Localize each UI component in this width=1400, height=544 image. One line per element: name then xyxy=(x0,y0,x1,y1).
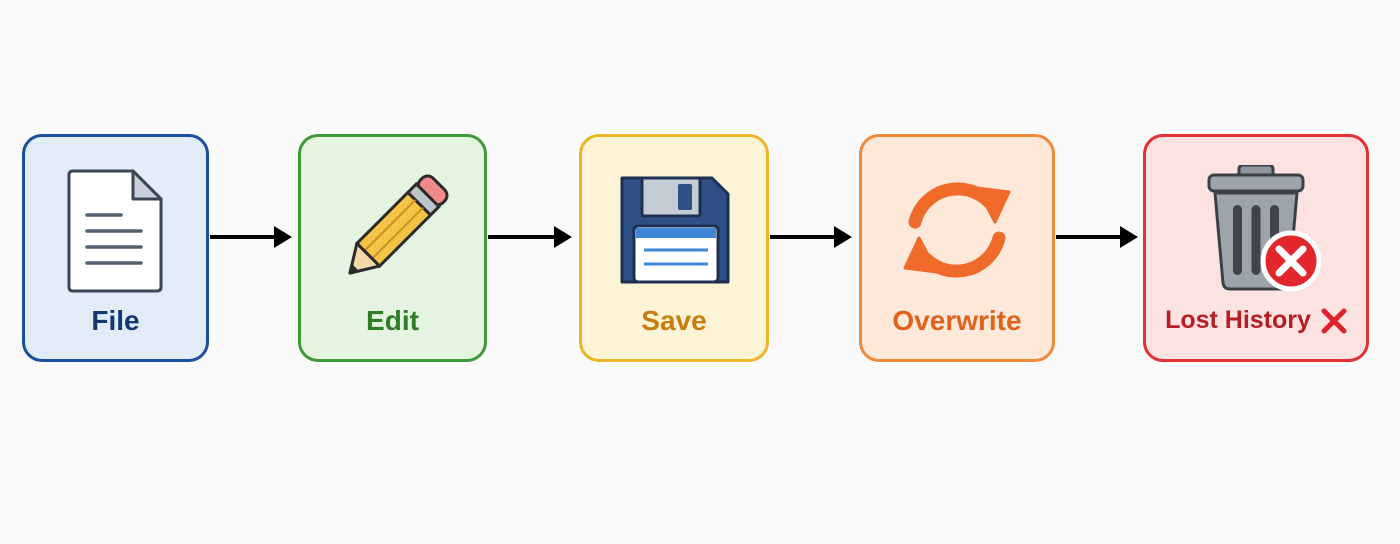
trash-can-icon xyxy=(1191,165,1321,295)
refresh-arrows-icon xyxy=(892,165,1022,295)
arrow-right-icon xyxy=(1056,226,1138,248)
arrow-right-icon xyxy=(770,226,852,248)
step-edit: Edit xyxy=(298,134,487,362)
document-icon xyxy=(51,165,181,295)
arrow-right-icon xyxy=(488,226,572,248)
step-label: Edit xyxy=(366,305,419,336)
step-file: File xyxy=(22,134,209,362)
arrow-right-icon xyxy=(210,226,292,248)
step-overwrite: Overwrite xyxy=(859,134,1055,362)
step-label-row: Lost History xyxy=(1146,306,1366,335)
step-lost-history: Lost History xyxy=(1143,134,1369,362)
red-x-icon xyxy=(1321,308,1347,333)
step-label: Overwrite xyxy=(892,305,1022,336)
step-label: Lost History xyxy=(1165,306,1311,334)
step-label: File xyxy=(91,305,140,336)
step-save: Save xyxy=(579,134,769,362)
floppy-disk-icon xyxy=(609,165,739,295)
pencil-icon xyxy=(328,165,458,295)
step-label: Save xyxy=(641,305,707,336)
